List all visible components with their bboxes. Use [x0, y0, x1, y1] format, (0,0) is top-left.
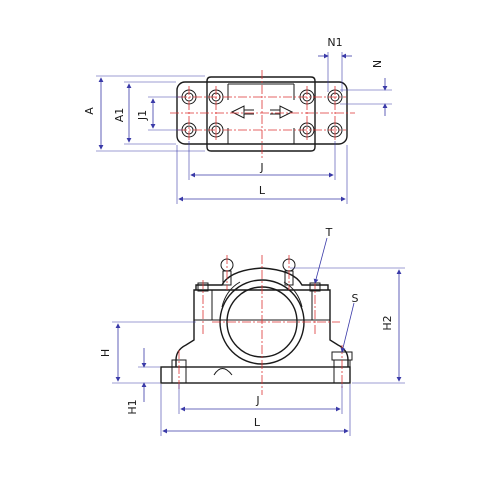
label-N1: N1 — [327, 36, 342, 49]
foundation-nut-right — [331, 351, 353, 361]
label-A1: A1 — [113, 108, 126, 123]
label-J-front: J — [255, 394, 259, 407]
label-J-top: J — [259, 161, 263, 174]
top-view: A A1 J1 J L N1 N — [83, 36, 392, 204]
label-S: S — [352, 292, 359, 305]
label-H: H — [99, 349, 112, 357]
top-cap-recess — [228, 83, 294, 145]
label-L-front: L — [254, 416, 261, 429]
label-J1: J1 — [136, 110, 149, 121]
lube-arrow-left — [230, 105, 245, 119]
drain-plug — [213, 368, 233, 376]
front-view: H H1 H2 J L T S — [99, 226, 405, 436]
top-cap-recess-sides — [227, 84, 295, 144]
label-N: N — [371, 60, 384, 68]
label-H1: H1 — [126, 399, 139, 414]
label-H2: H2 — [381, 315, 394, 330]
top-cap-outline — [206, 76, 316, 152]
label-L-top: L — [259, 184, 266, 197]
bore-seal-lines — [221, 281, 303, 308]
foundation-bolt-left — [171, 359, 187, 384]
lube-arrow-shafts — [244, 109, 280, 115]
cap-side-lines — [211, 290, 313, 320]
front-base-plate — [160, 366, 351, 384]
label-A: A — [83, 107, 96, 115]
label-T: T — [325, 226, 333, 239]
lube-arrow-right — [279, 105, 294, 119]
